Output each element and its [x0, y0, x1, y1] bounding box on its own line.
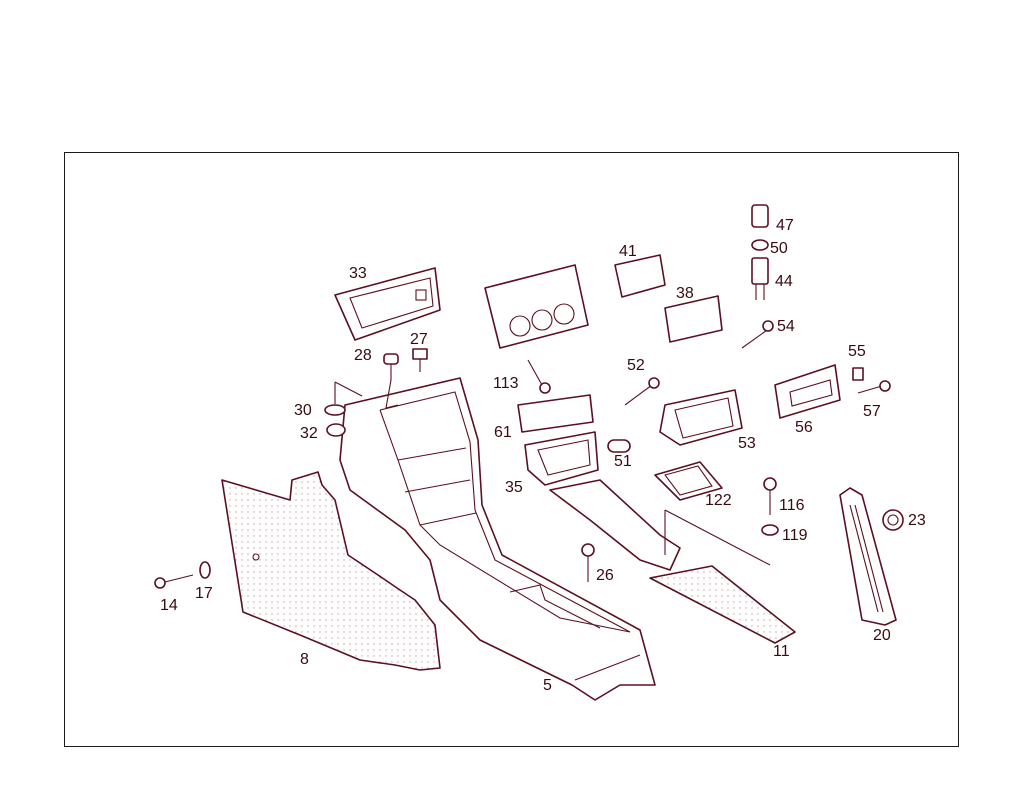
part-11-floor-mat	[649, 565, 796, 644]
callout-47: 47	[776, 217, 794, 234]
callout-5: 5	[543, 677, 552, 694]
part-50-ring	[751, 239, 769, 251]
callout-56: 56	[795, 419, 813, 436]
part-44-switch	[751, 257, 769, 300]
part-47-cap	[751, 204, 769, 228]
part-61-plate	[517, 394, 594, 433]
part-55-clip	[852, 367, 864, 381]
callout-32: 32	[300, 425, 318, 442]
part-56-vent	[774, 364, 841, 419]
callout-119: 119	[782, 527, 808, 544]
part-38-plate	[664, 295, 723, 343]
callout-14: 14	[160, 597, 178, 614]
part-122-insert	[654, 461, 723, 501]
part-113-screw	[527, 359, 551, 394]
callout-41: 41	[619, 243, 637, 260]
part-32-nut	[326, 423, 346, 437]
part-54-screw	[741, 320, 774, 349]
part-23-grommet	[882, 509, 904, 531]
callout-57: 57	[863, 403, 881, 420]
callout-50: 50	[770, 240, 788, 257]
callout-20: 20	[873, 627, 891, 644]
callout-28: 28	[354, 347, 372, 364]
part-switch-panel	[484, 264, 589, 349]
part-28-pin	[383, 353, 399, 409]
part-116-screw	[763, 477, 777, 515]
callout-52: 52	[627, 357, 645, 374]
part-14-screw	[154, 574, 194, 589]
part-8-side-panel	[221, 471, 441, 671]
callout-35: 35	[505, 479, 523, 496]
callout-122: 122	[705, 492, 732, 509]
diagram-frame	[64, 152, 959, 747]
callout-26: 26	[596, 567, 614, 584]
callout-38: 38	[676, 285, 694, 302]
callout-116: 116	[779, 497, 805, 514]
part-33-cover-frame	[334, 267, 441, 341]
part-57-screw	[857, 380, 891, 394]
callout-113: 113	[493, 375, 519, 392]
callout-51: 51	[614, 453, 632, 470]
callout-55: 55	[848, 343, 866, 360]
part-20-trim-strip	[839, 487, 897, 626]
callout-54: 54	[777, 318, 795, 335]
part-41-ashtray	[614, 254, 666, 298]
part-tray-bracket	[549, 479, 771, 571]
part-53-ashtray-insert	[659, 389, 743, 446]
part-27-clip	[412, 348, 428, 372]
part-17-washer	[199, 561, 211, 579]
part-52-screw	[624, 377, 660, 406]
part-35-box	[524, 431, 599, 486]
callout-11: 11	[773, 643, 790, 660]
callout-23: 23	[908, 512, 926, 529]
callout-8: 8	[300, 651, 309, 668]
part-30-nut	[324, 381, 363, 416]
part-119-washer	[761, 524, 779, 536]
part-51-bulb	[607, 439, 631, 453]
callout-27: 27	[410, 331, 428, 348]
callout-17: 17	[195, 585, 213, 602]
callout-33: 33	[349, 265, 367, 282]
callout-53: 53	[738, 435, 756, 452]
callout-30: 30	[294, 402, 312, 419]
part-5-center-console	[339, 377, 656, 701]
callout-61: 61	[494, 424, 512, 441]
callout-44: 44	[775, 273, 793, 290]
part-26-screw	[581, 543, 595, 582]
